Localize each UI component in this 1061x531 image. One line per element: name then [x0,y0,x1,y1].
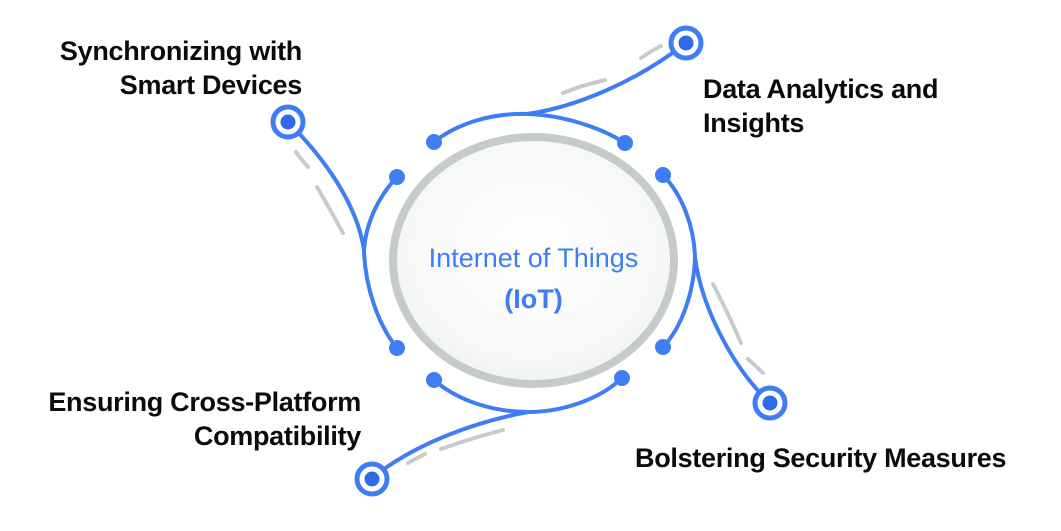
branch-label-bottom-right-line1: Bolstering Security Measures [635,443,1007,473]
dash-accent-top-left-short [294,150,310,169]
node-dot-right-top-end [655,167,671,183]
center-node-subtitle: (IoT) [504,284,563,315]
branch-label-top-right-line2: Insights [703,108,805,139]
node-dot-bottom-left-end [426,372,442,388]
leader-line-bottom-right [693,255,772,405]
leader-line-top-left [287,121,366,252]
target-icon-bottom-left [354,461,390,497]
branch-label-bottom-left-line2: Compatibility [193,421,361,452]
dash-accent-top-right-long [561,78,607,95]
dash-accent-bottom-right-short [746,357,765,375]
connector-arc-right-a [661,173,697,259]
node-dot-left-top-end [389,169,405,185]
dash-accent-top-left-long [315,185,345,235]
dash-accent-bottom-left-short [406,452,427,465]
center-node: Internet of Things (IoT) [389,244,678,314]
connector-arc-top-b [525,112,627,145]
node-dot-right-bottom-end [655,339,671,355]
branch-label-top-right: Data Analytics and Insights [703,72,938,140]
branch-label-top-right-line1: Data Analytics and [703,74,939,104]
connector-arc-top-a [432,111,529,144]
node-dot-top-left-end [426,134,442,150]
leader-line-bottom-left [370,410,530,480]
connector-arc-right-b [661,255,697,349]
target-icon-top-right [668,25,704,61]
branch-label-top-left: Synchronizing with Smart Devices [60,34,302,102]
node-dot-bottom-right-end [614,370,630,386]
connector-arc-left-b [362,248,399,350]
branch-label-bottom-left: Ensuring Cross-Platform Compatibility [48,385,361,453]
target-icon-top-left [270,104,306,140]
dash-accent-bottom-left-long [439,428,505,451]
branch-label-top-left-line1: Synchronizing with [59,36,302,66]
leader-line-top-right [525,41,688,116]
dash-accent-top-right-short [639,44,663,60]
node-dot-left-bottom-end [389,340,405,356]
connector-arc-bottom-b [432,378,530,414]
branch-label-top-left-line2: Smart Devices [119,70,303,101]
node-dot-top-right-end [617,135,633,151]
branch-label-bottom-left-line1: Ensuring Cross-Platform [48,387,361,417]
dash-accent-bottom-right-long [711,282,743,345]
center-node-title: Internet of Things [428,243,639,273]
target-icon-bottom-right [752,385,788,421]
center-circle [389,133,678,388]
connector-arc-bottom-a [526,376,624,414]
branch-label-bottom-right: Bolstering Security Measures [635,441,1007,475]
